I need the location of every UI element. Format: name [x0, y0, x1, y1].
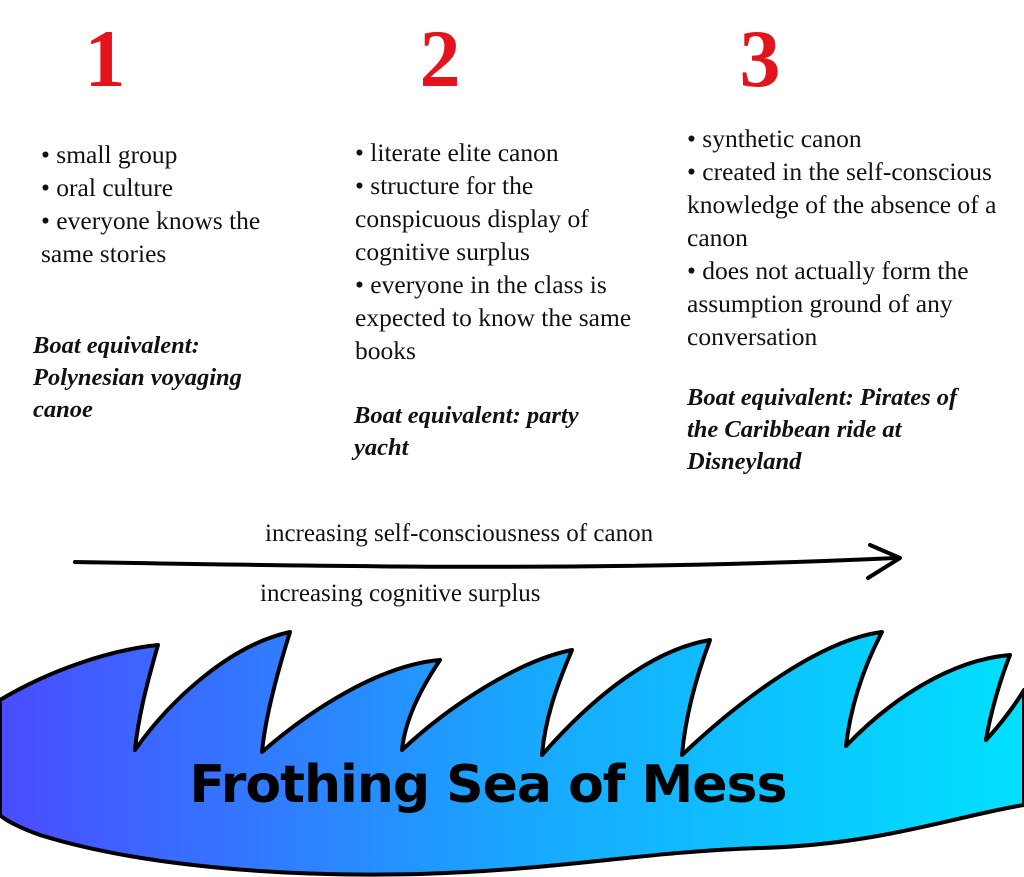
stage-1-boat: Boat equivalent: Polynesian voyaging can… — [33, 332, 242, 423]
list-item: • everyone in the class is expected to k… — [355, 270, 632, 365]
list-item: • oral culture — [41, 173, 174, 202]
progress-arrow-line — [73, 556, 897, 569]
stage-3-list: • synthetic canon • created in the self-… — [687, 122, 1017, 353]
stage-number-1: 1 — [84, 13, 126, 104]
stage-number-2: 2 — [419, 13, 461, 104]
stage-number-3: 3 — [739, 13, 781, 104]
arrow-label-bottom: increasing cognitive surplus — [260, 580, 541, 607]
sea-wave-shape — [0, 630, 1024, 877]
list-item: • literate elite canon — [355, 138, 559, 167]
list-item: • everyone knows the same stories — [41, 206, 261, 268]
arrow-head-icon — [866, 543, 902, 580]
stage-2-list: • literate elite canon • structure for t… — [355, 136, 650, 367]
stage-3-boat: Boat equivalent: Pirates of the Caribbea… — [687, 384, 958, 475]
list-item: • created in the self-conscious knowledg… — [687, 157, 997, 252]
list-item: • does not actually form the assumption … — [687, 256, 969, 351]
stage-2-boat: Boat equivalent: party yacht — [354, 402, 579, 461]
list-item: • synthetic canon — [687, 124, 862, 153]
sea-label: Frothing Sea of Mess — [189, 755, 788, 815]
list-item: • small group — [41, 140, 178, 169]
stage-1-list: • small group • oral culture • everyone … — [41, 138, 306, 270]
arrow-label-top: increasing self-consciousness of canon — [265, 520, 654, 547]
list-item: • structure for the conspicuous display … — [355, 171, 589, 266]
